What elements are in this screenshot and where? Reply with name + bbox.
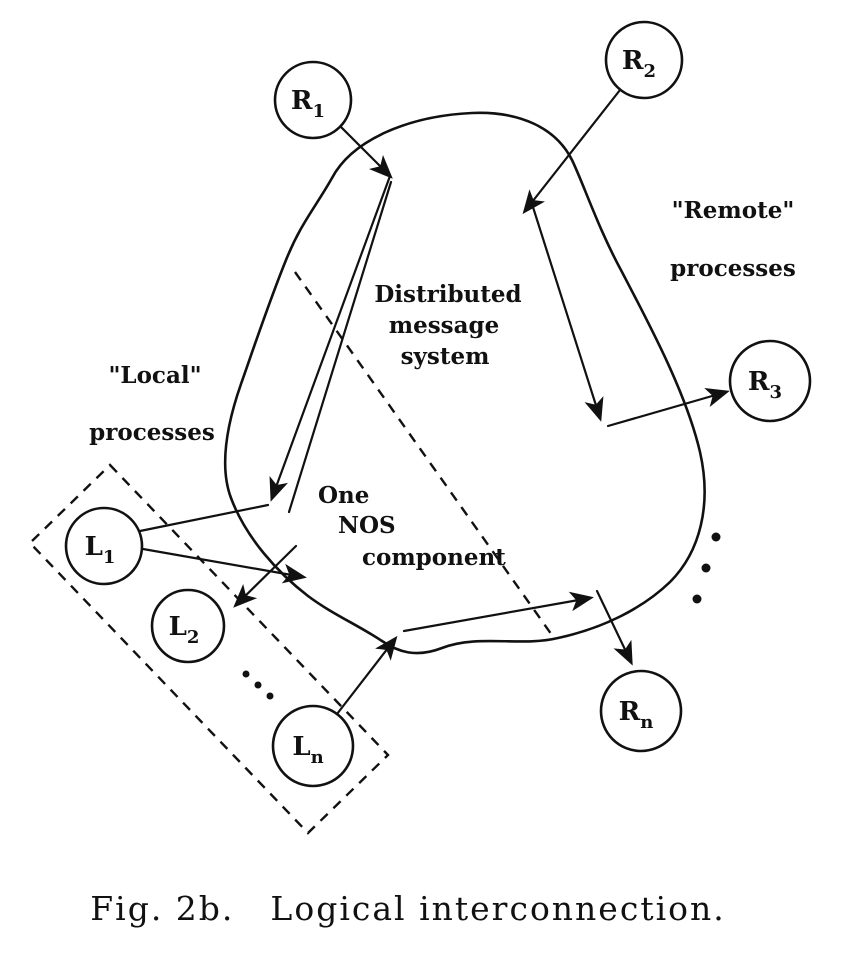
node-r2: R2 [604, 20, 684, 100]
local-label-line1: "Local" [108, 362, 201, 389]
local-processes-label: "Local" processes [89, 362, 215, 446]
remote-label-line2: processes [670, 255, 796, 282]
node-r3: R3 [728, 339, 812, 423]
local-label-line2: processes [89, 419, 215, 446]
nos-label-line2: NOS [338, 512, 396, 539]
local-processes-dashed-box [28, 463, 390, 835]
arrow-ln-entry [335, 635, 398, 716]
node-ln-label: Ln [292, 732, 323, 768]
node-rn-label: Rn [619, 697, 654, 733]
node-ln-circle [271, 704, 355, 788]
node-r2-label: R2 [622, 46, 656, 82]
node-rn-circle [599, 669, 683, 753]
arrow-across-bottom [402, 591, 594, 633]
node-ln: Ln [271, 704, 355, 788]
wedge-line-lower [287, 180, 393, 514]
nos-divider-dashed-line [294, 271, 555, 639]
dot [701, 563, 711, 573]
dot [242, 670, 250, 678]
node-l1-label: L1 [85, 532, 116, 568]
remote-processes-label: "Remote" processes [670, 197, 796, 282]
nos-label-line1: One [318, 482, 369, 509]
node-l1: L1 [64, 506, 144, 586]
dot [254, 681, 262, 689]
local-ellipsis-dots [242, 670, 274, 700]
line-l1-to-wedge [138, 503, 270, 533]
nos-label-line3: component [362, 544, 506, 571]
arrow-to-r3 [606, 387, 730, 428]
arrow-r2-down [530, 202, 604, 422]
node-rn: Rn [599, 669, 683, 753]
remote-ellipsis-dots [692, 532, 721, 604]
node-l2-label: L2 [169, 612, 200, 648]
figure-caption: Fig. 2b.Logical interconnection. [90, 889, 726, 928]
node-r1-label: R1 [291, 86, 325, 122]
remote-label-line1: "Remote" [672, 197, 795, 224]
node-l2: L2 [150, 588, 226, 664]
dot [711, 532, 721, 542]
node-r1-circle [273, 60, 353, 140]
wedge-line-upper [269, 174, 392, 502]
node-r1: R1 [273, 60, 353, 140]
system-label: Distributed message system [374, 281, 521, 370]
dot [692, 594, 702, 604]
system-label-line2: message [389, 312, 500, 339]
message-system-blob [223, 111, 706, 655]
arrow-l1-to-component [141, 547, 307, 584]
arrow-r2-entry [522, 88, 622, 215]
arrow-to-rn [595, 589, 633, 666]
arrow-component-to-l2 [233, 544, 298, 608]
node-r3-label: R3 [748, 367, 782, 403]
dot [266, 692, 274, 700]
node-r3-circle [728, 339, 812, 423]
node-r2-circle [604, 20, 684, 100]
system-label-line1: Distributed [374, 281, 521, 308]
system-label-line3: system [401, 343, 490, 370]
arrow-r1-entry [338, 124, 393, 179]
connections [138, 88, 730, 716]
nos-component-label: One NOS component [318, 482, 506, 571]
node-l1-circle [64, 506, 144, 586]
node-l2-circle [150, 588, 226, 664]
